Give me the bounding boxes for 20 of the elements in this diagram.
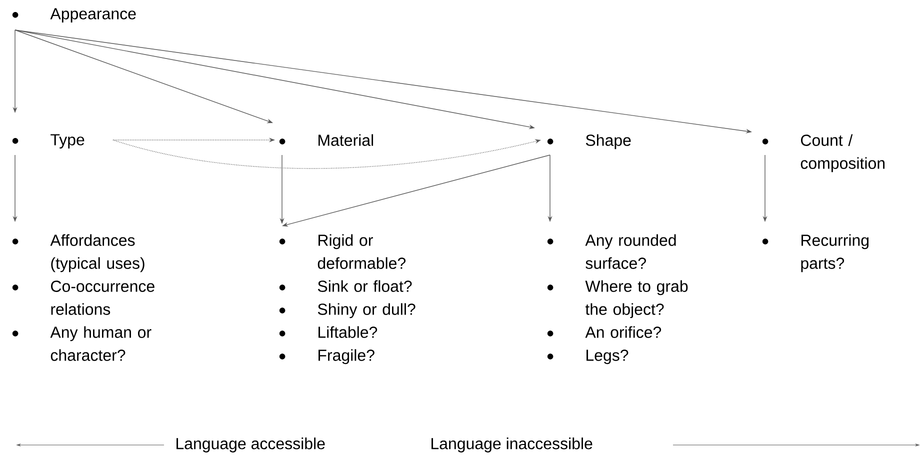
item-text: Material (318, 134, 374, 146)
item-text: Appearance (50, 8, 136, 23)
item-text: Liftable? (318, 326, 378, 338)
item-text: Rigid or deformable? (318, 234, 406, 269)
item-text: Where to grab the object? (585, 280, 688, 318)
item-text: Legs? (586, 350, 628, 364)
item-text: Recurring parts? (801, 234, 869, 272)
item-text: Count / composition (800, 134, 885, 172)
item-text: Type (50, 134, 84, 149)
axis-label: Language accessible (176, 438, 325, 452)
item-text: Sink or float? (318, 280, 412, 292)
item-text: Shape (586, 134, 631, 150)
item-text: An orifice? (585, 326, 662, 338)
item-text: Shiny or dull? (318, 303, 416, 318)
item-text: Affordances (typical uses) (50, 234, 144, 272)
item-text: Any rounded surface? (585, 234, 676, 269)
item-text: Fragile? (318, 349, 374, 364)
item-text: Co-occurrence relations (51, 280, 154, 315)
item-text: Any human or character? (50, 326, 152, 361)
axis-label: Language inaccessible (432, 438, 592, 452)
